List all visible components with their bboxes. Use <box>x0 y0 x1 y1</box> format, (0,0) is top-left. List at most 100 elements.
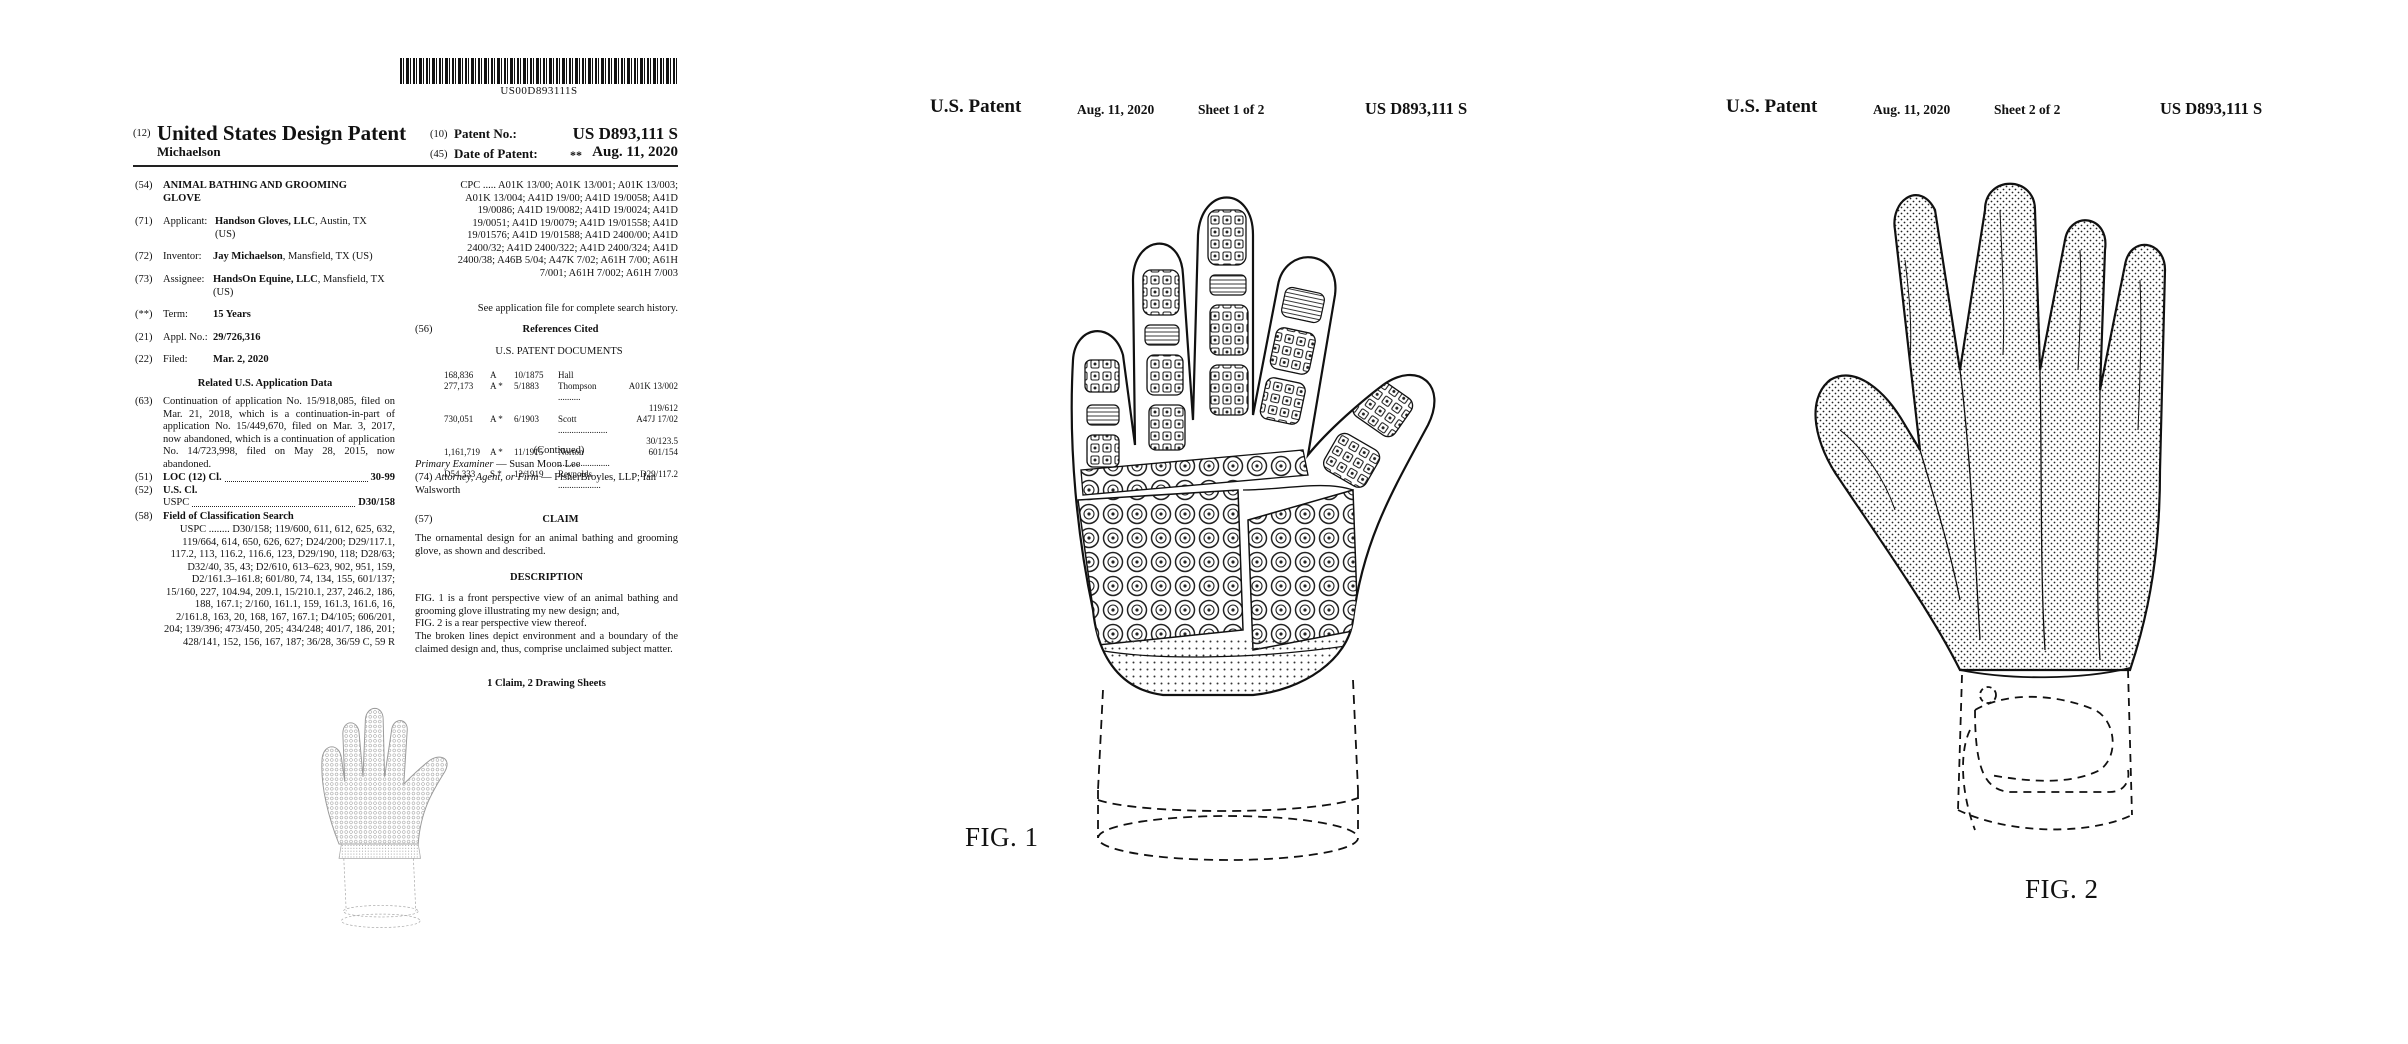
reference-date <box>514 403 558 414</box>
sheet2-date: Aug. 11, 2020 <box>1873 102 1951 117</box>
attorney-name: — FisherBroyles, LLP; Ian Walsworth <box>415 472 656 496</box>
code-58: (58) <box>135 511 153 522</box>
claim-heading: CLAIM <box>542 514 579 525</box>
see-application: See application file for complete search… <box>477 303 678 314</box>
drawing-sheet-1: U.S. Patent Aug. 11, 2020 Sheet 1 of 2 U… <box>803 0 1605 1044</box>
barcode-number: US00D893111S <box>500 85 578 97</box>
field-appl-no: (21) Appl. No.: 29/726,316 <box>135 332 375 345</box>
reference-num: 1,161,719 <box>444 447 480 457</box>
code-63: (63) <box>135 396 153 407</box>
drawing-sheet-2: U.S. Patent Aug. 11, 2020 Sheet 2 of 2 U… <box>1605 0 2408 1044</box>
reference-name: Thompson .......... <box>558 381 597 402</box>
filed-label: Filed: <box>163 354 188 365</box>
cpc-classes: CPC ..... A01K 13/00; A01K 13/001; A01K … <box>457 180 678 279</box>
reference-cls: 119/612 <box>648 403 678 413</box>
field-inventor: (72) Inventor: Jay Michaelson, Mansfield… <box>135 251 385 264</box>
uspc-label: USPC <box>163 497 190 508</box>
references-heading: References Cited <box>522 324 599 335</box>
examiner-label: Primary Examiner <box>415 459 494 470</box>
reference-name: Reynolds ................... <box>558 469 601 490</box>
applicant-location: , Austin, TX (US) <box>215 216 367 240</box>
field-related: (63) Continuation of application No. 15/… <box>135 396 395 471</box>
reference-num: 168,836 <box>444 370 474 380</box>
references-continued: (Continued) <box>533 445 585 456</box>
reference-cls: 30/123.5 <box>646 436 678 446</box>
desc-broken-lines: The broken lines depict environment and … <box>415 631 678 655</box>
patent-type: United States Design Patent <box>157 121 407 145</box>
code-22: (22) <box>135 354 153 365</box>
patent-no-label: Patent No.: <box>454 126 517 141</box>
date-star: ** <box>570 148 582 162</box>
loc-label: LOC (12) Cl. <box>163 472 222 483</box>
sheet1-patent-no: US D893,111 S <box>1365 99 1468 118</box>
reference-row: 119/612 <box>444 403 678 414</box>
desc-fig1: FIG. 1 is a front perspective view of an… <box>415 593 678 617</box>
reference-kind <box>490 403 514 414</box>
code-21: (21) <box>135 332 153 343</box>
sheet2-patent-no: US D893,111 S <box>2160 99 2263 118</box>
reference-date: 12/1919 <box>514 469 544 479</box>
desc-fig2: FIG. 2 is a rear perspective view thereo… <box>415 618 587 629</box>
reference-cls <box>618 370 678 381</box>
reference-cls: D29/117.2 <box>640 469 678 479</box>
front-page: US00D893111S (12) United States Design P… <box>0 0 803 1044</box>
code-term: (**) <box>135 309 153 320</box>
reference-kind: A * <box>490 447 503 457</box>
reference-kind: S * <box>490 469 502 479</box>
applicant-label: Applicant: <box>163 216 208 227</box>
assignee-label: Assignee: <box>163 274 205 285</box>
reference-cls: A47J 17/02 <box>636 414 678 424</box>
sheet2-label: U.S. Patent <box>1726 96 1818 117</box>
code-56: (56) <box>415 324 433 335</box>
field-classification: (58) Field of Classification Search <box>135 511 395 524</box>
claim-count: 1 Claim, 2 Drawing Sheets <box>487 678 606 689</box>
claim-text: The ornamental design for an animal bath… <box>415 533 678 557</box>
sheet2-number: Sheet 2 of 2 <box>1994 102 2061 117</box>
reference-name: Norton ....................... <box>558 447 610 468</box>
reference-date: 6/1903 <box>514 414 540 424</box>
field-assignee: (73) Assignee: HandsOn Equine, LLC, Mans… <box>135 274 385 299</box>
reference-num <box>444 403 490 414</box>
code-51: (51) <box>135 472 153 483</box>
assignee-location: , Mansfield, TX (US) <box>213 274 385 298</box>
us-cl-label: U.S. Cl. <box>163 485 198 496</box>
filed-value: Mar. 2, 2020 <box>213 354 269 365</box>
reference-date: 11/1915 <box>514 447 544 457</box>
sheet1-date: Aug. 11, 2020 <box>1077 102 1155 117</box>
examiner-name: — Susan Moon Lee <box>493 459 581 470</box>
header-code-10: (10) <box>430 129 448 140</box>
classification-uspc: USPC ........ D30/158; 119/600, 611, 612… <box>163 524 395 648</box>
attorney: (74) Attorney, Agent, or Firm — FisherBr… <box>415 472 678 497</box>
reference-cls: 601/154 <box>648 447 678 457</box>
code-52: (52) <box>135 485 153 496</box>
inventor-label: Inventor: <box>163 251 202 262</box>
code-54: (54) <box>135 180 153 191</box>
related-text: Continuation of application No. 15/918,0… <box>163 396 395 470</box>
reference-name <box>558 403 618 414</box>
references-subheading: U.S. PATENT DOCUMENTS <box>495 346 623 357</box>
header-code-12: (12) <box>133 128 151 139</box>
date-label: Date of Patent: <box>454 146 538 161</box>
classification-label: Field of Classification Search <box>163 511 294 522</box>
assignee-name: HandsOn Equine, LLC <box>213 274 318 285</box>
reference-kind: A * <box>490 414 503 424</box>
header-code-45: (45) <box>430 149 448 160</box>
field-filed: (22) Filed: Mar. 2, 2020 <box>135 354 375 367</box>
field-claim: (57) CLAIM <box>415 514 678 527</box>
inventor-name: Jay Michaelson <box>213 251 283 262</box>
reference-date: 10/1875 <box>514 370 544 380</box>
field-term: (**) Term: 15 Years <box>135 309 375 322</box>
field-loc: (51) LOC (12) Cl.30-99 <box>135 472 395 485</box>
examiner: Primary Examiner — Susan Moon Lee <box>415 459 678 472</box>
reference-date: 5/1883 <box>514 381 540 391</box>
reference-kind: A <box>490 370 497 380</box>
code-73: (73) <box>135 274 153 285</box>
code-74: (74) <box>415 472 433 483</box>
fig1-glove-palm-drawing <box>1070 196 1436 861</box>
